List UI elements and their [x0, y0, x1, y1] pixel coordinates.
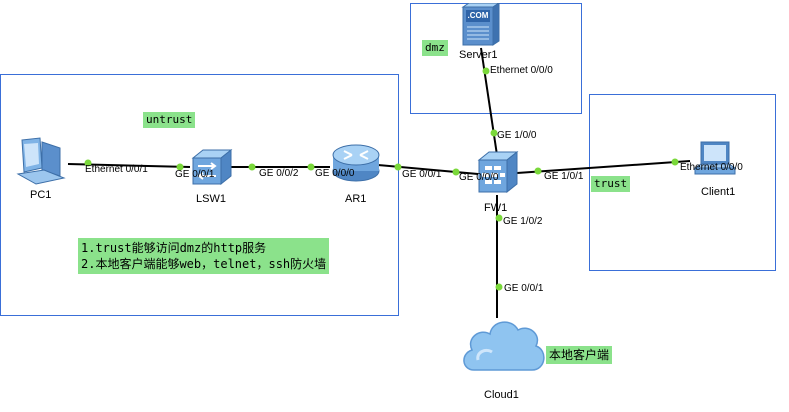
dot-fw1-left [452, 168, 460, 176]
dot-cloud1 [495, 283, 503, 291]
dot-client1 [671, 158, 679, 166]
requirement-2: 2.本地客户端能够web，telnet，ssh防火墙 [81, 257, 327, 271]
fw1-label: FW1 [484, 202, 508, 214]
requirement-1: 1.trust能够访问dmz的http服务 [81, 241, 267, 255]
pc1-label: PC1 [30, 189, 52, 201]
client-icon[interactable] [693, 138, 737, 178]
trust-tag: trust [591, 176, 631, 192]
link-fw1-client1 [516, 160, 691, 174]
link-fw1-server1 [480, 47, 498, 156]
dot-pc1 [84, 159, 92, 167]
port-pc1-eth: Ethernet 0/0/1 [85, 164, 148, 175]
untrust-tag: untrust [143, 112, 196, 128]
port-fw1-ge100: GE 1/0/0 [497, 130, 537, 141]
port-lsw1-ge001: GE 0/0/1 [175, 169, 215, 180]
cloud1-label: Cloud1 [484, 389, 519, 401]
dot-ar1-right [394, 163, 402, 171]
server1-label: Server1 [459, 49, 498, 61]
untrust-zone-box [0, 74, 399, 316]
pc-icon[interactable] [14, 136, 70, 186]
dot-ar1-left [307, 163, 315, 171]
firewall-icon[interactable] [475, 150, 519, 196]
ar1-label: AR1 [345, 193, 367, 205]
router-icon[interactable] [330, 141, 382, 185]
dot-lsw1-right [248, 163, 256, 171]
port-fw1-ge102: GE 1/0/2 [503, 216, 543, 227]
port-ar1-ge001: GE 0/0/1 [402, 169, 442, 180]
port-cloud1-ge001: GE 0/0/1 [504, 283, 544, 294]
port-lsw1-ge002: GE 0/0/2 [259, 168, 299, 179]
port-fw1-ge000: GE 0/0/0 [459, 172, 499, 183]
server-screen-label: .COM [467, 11, 489, 20]
trust-zone-box [589, 94, 776, 271]
dot-server1 [482, 67, 490, 75]
local-client-tag: 本地客户端 [546, 346, 613, 364]
requirements-note: 1.trust能够访问dmz的http服务 2.本地客户端能够web，telne… [78, 238, 330, 274]
dot-lsw1-left [176, 163, 184, 171]
port-fw1-ge101: GE 1/0/1 [544, 171, 584, 182]
dmz-tag: dmz [422, 40, 448, 56]
port-ar1-ge000: GE 0/0/0 [315, 168, 355, 179]
port-client1-eth: Ethernet 0/0/0 [680, 162, 743, 173]
lsw1-label: LSW1 [196, 193, 226, 205]
server-icon[interactable] [459, 3, 501, 47]
client1-label: Client1 [701, 186, 736, 198]
port-server1-eth: Ethernet 0/0/0 [490, 65, 553, 76]
dot-fw1-top [490, 129, 498, 137]
cloud-icon[interactable] [460, 310, 546, 382]
dot-fw1-bottom [495, 214, 503, 222]
dot-fw1-right [534, 167, 542, 175]
switch-icon[interactable] [189, 148, 233, 188]
